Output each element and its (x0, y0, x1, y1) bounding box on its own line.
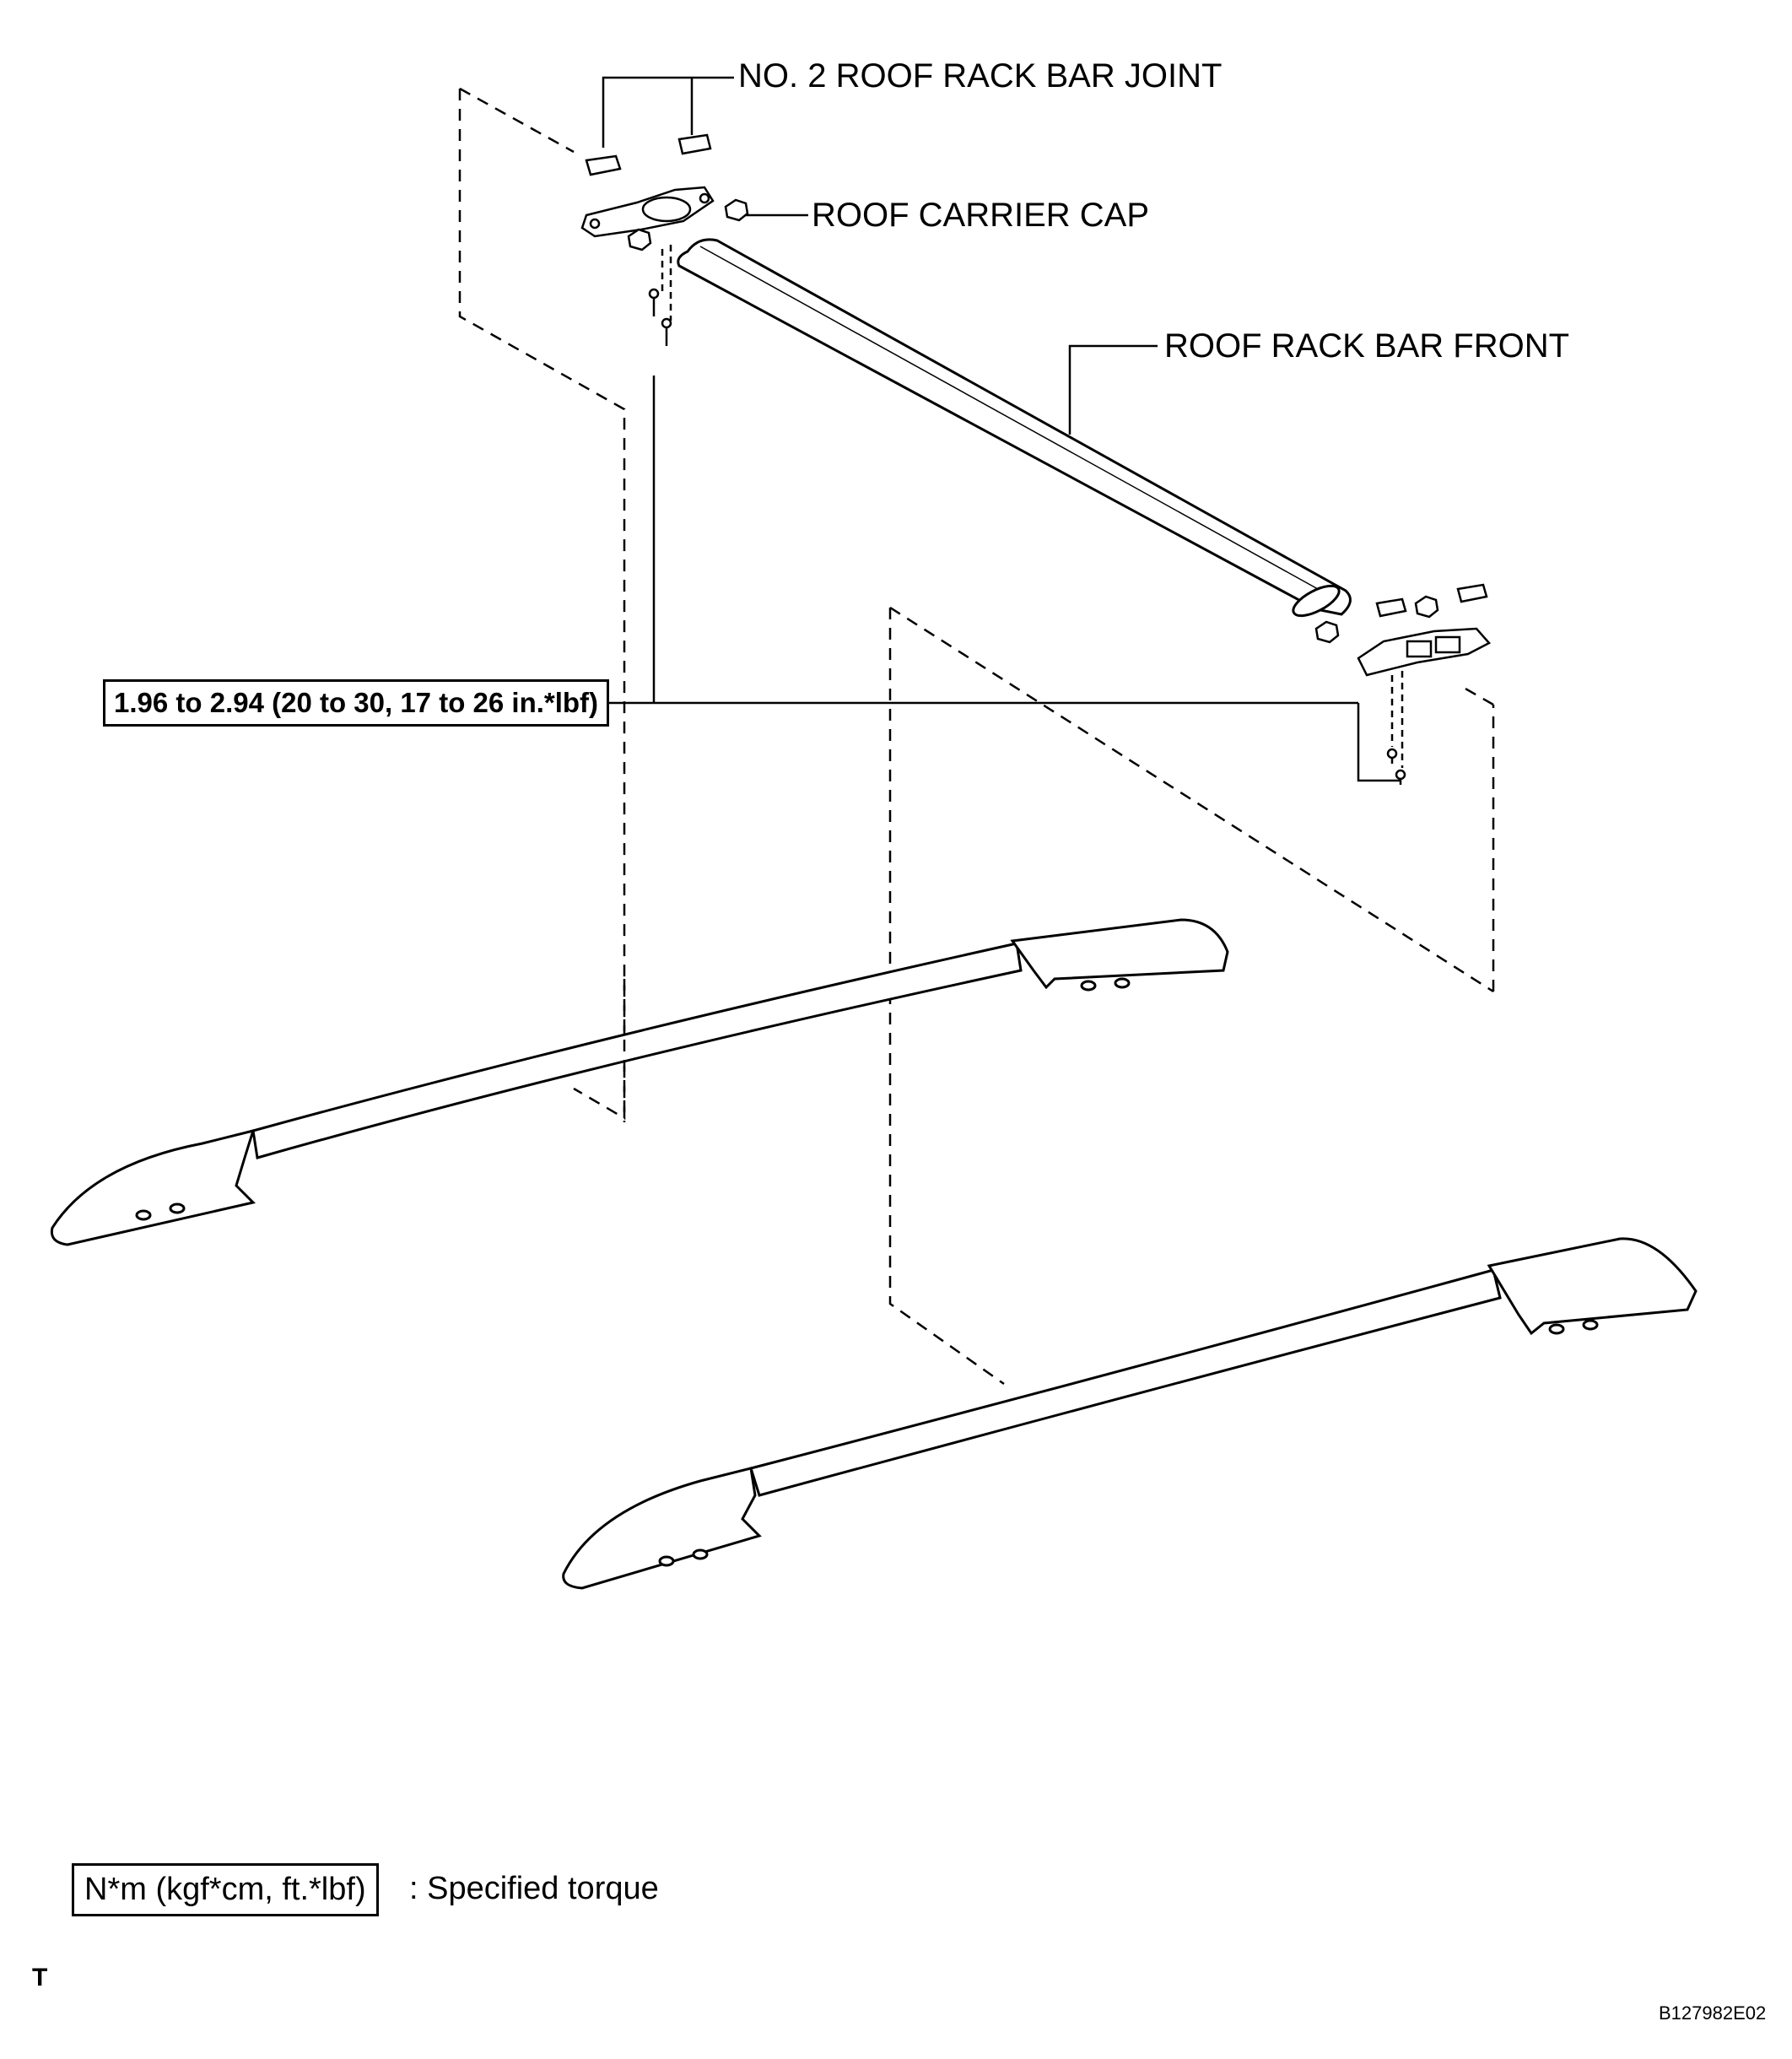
right-joint-assembly (1314, 583, 1491, 785)
label-roof-carrier-cap: ROOF CARRIER CAP (812, 197, 1150, 234)
joint-clip-1 (585, 154, 622, 176)
roof-rack-bar-front (677, 238, 1352, 618)
left-dashed-plane (458, 89, 626, 1121)
leader-lines (595, 76, 1401, 782)
label-roof-rack-bar-joint: NO. 2 ROOF RACK BAR JOINT (738, 57, 1223, 95)
torque-leader-right (1357, 703, 1401, 782)
left-dashed-top (459, 87, 575, 154)
roof-carrier-cap-left-1 (724, 198, 749, 222)
torque-spec-box: 1.96 to 2.94 (20 to 30, 17 to 26 in.*lbf… (103, 679, 610, 727)
left-joint-assembly (580, 133, 749, 346)
right-cap-1 (1414, 595, 1439, 619)
corner-mark: T (32, 1964, 48, 1991)
right-clip-1 (1375, 597, 1407, 618)
left-screws (648, 288, 672, 346)
right-dashed-plane (888, 608, 1005, 1386)
torque-legend-unit-box: N*m (kgf*cm, ft.*lbf) (72, 1863, 379, 1916)
right-clip-2 (1456, 583, 1488, 603)
right-screws (1386, 748, 1406, 785)
dashed-guide-planes (458, 87, 1495, 1386)
roof-carrier-cap-left-2 (627, 228, 652, 251)
bar-front-leader (1068, 344, 1158, 435)
joint-clip-2 (677, 133, 712, 155)
roof-side-rail-lower (562, 1237, 1698, 1590)
right-dashed-diagonal (889, 606, 1494, 993)
figure-code: B127982E02 (1659, 2002, 1767, 2024)
right-cap-2 (1314, 620, 1340, 644)
label-roof-rack-bar-front: ROOF RACK BAR FRONT (1164, 327, 1570, 365)
torque-legend-meaning: : Specified torque (409, 1871, 659, 1906)
joint-leader (602, 76, 734, 148)
right-dashed-top (1463, 686, 1494, 706)
roof-side-rail-upper (50, 918, 1229, 1246)
